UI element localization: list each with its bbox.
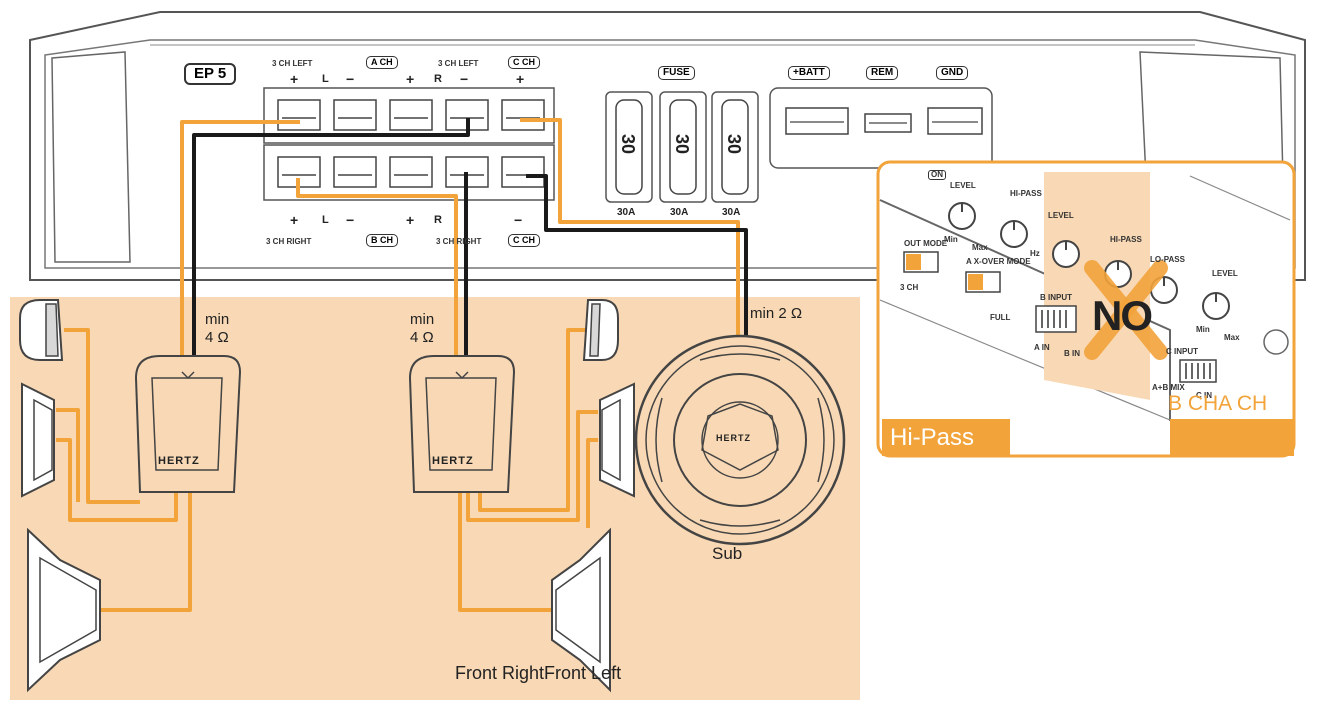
wire-front-left-positive (180, 120, 300, 358)
hi-pass-inset (876, 160, 1296, 458)
front-right-crossover (408, 355, 516, 493)
subwoofer-brand: HERTZ (716, 433, 751, 443)
front-left-tweeter (19, 299, 64, 361)
c-ch-badge-top: C CH (508, 56, 540, 69)
header-3ch-left-c: 3 CH LEFT (438, 59, 479, 68)
inset-3ch: 3 CH (900, 283, 919, 292)
top-plus-1: + (290, 71, 299, 87)
inset-b-input: B INPUT (1040, 293, 1072, 302)
wire-front-left-negative (192, 118, 470, 358)
sub-impedance: min 2 Ω (750, 305, 803, 322)
c-ch-badge-bottom: C CH (508, 234, 540, 247)
gnd-label: GND (936, 66, 969, 80)
top-plus-2: + (406, 71, 415, 87)
inset-title: Hi-Pass (882, 419, 1010, 456)
level-knob-c (1202, 292, 1230, 320)
inset-hz-a: Hz (1030, 249, 1040, 258)
inset-level-a: LEVEL (950, 181, 976, 190)
bottom-plus-1: + (290, 212, 299, 228)
inset-hipass-a: HI-PASS (1010, 189, 1042, 198)
inset-max-c: Max (1224, 333, 1240, 342)
header-3ch-left-a: 3 CH LEFT (272, 59, 313, 68)
a-ch-badge: A CH (366, 56, 398, 69)
inset-lopass-c: LO-PASS (1150, 255, 1185, 264)
front-label: Front RightFront Left (455, 663, 622, 683)
model-label: EP 5 (194, 65, 227, 82)
inset-hipass-b: HI-PASS (1110, 235, 1142, 244)
inset-min-c: Min (1196, 325, 1210, 334)
inset-b-in: B IN (1064, 349, 1080, 358)
wire-sub-negative (526, 174, 748, 338)
fuse-1-value: 30 (618, 133, 639, 155)
out-mode-switch (903, 251, 939, 273)
sub-label: Sub (712, 544, 743, 563)
fuse-3-rating: 30A (722, 207, 741, 218)
inset-max-a: Max (972, 243, 988, 252)
wires (56, 118, 748, 612)
inset-level-b: LEVEL (1048, 211, 1074, 220)
rem-label: REM (866, 66, 899, 80)
subwoofer (634, 334, 846, 546)
x-over-mode-switch (965, 271, 1001, 293)
inset-out-mode: OUT MODE (904, 239, 948, 248)
terminal-row-top (277, 99, 545, 131)
b-input-switch (1035, 305, 1077, 333)
b-ch-badge: B CH (366, 234, 398, 247)
inset-min-a: Min (944, 235, 958, 244)
top-plus-3: + (516, 71, 525, 87)
bottom-l: L (322, 214, 329, 226)
c-input-switch (1179, 359, 1217, 383)
fuse-1-rating: 30A (617, 207, 636, 218)
no-cross-icon (1084, 260, 1168, 360)
wire-sub-positive (520, 118, 740, 338)
inset-on: ON (928, 170, 946, 180)
hi-pass-knob-a (1000, 220, 1028, 248)
inset-x-over-mode: A X-OVER MODE (966, 257, 1031, 266)
front-left-crossover (134, 355, 242, 493)
front-left-midrange (21, 382, 55, 498)
level-knob-a (948, 202, 976, 230)
front-left-impedance-min: min (205, 311, 230, 328)
power-terminal-block (769, 87, 993, 169)
level-knob-b (1052, 240, 1080, 268)
fuse-2-value: 30 (672, 133, 693, 155)
fuse-block (605, 91, 759, 203)
bottom-minus-3: − (514, 212, 523, 228)
inset-footer-bar (1170, 419, 1294, 456)
model-badge (184, 63, 236, 85)
fuse-3-value: 30 (724, 133, 745, 155)
inset-level-c: LEVEL (1212, 269, 1238, 278)
front-left-woofer (27, 527, 101, 693)
top-minus-1: − (346, 71, 355, 87)
front-left-impedance-value: 4 Ω (205, 329, 229, 346)
terminal-row-bottom (277, 156, 545, 188)
inset-c-in: C IN (1196, 391, 1212, 400)
right-crossover-brand: HERTZ (432, 455, 474, 467)
front-right-impedance-min: min (410, 311, 435, 328)
footer-3ch-right-b: 3 CH RIGHT (266, 237, 312, 246)
fuse-title: FUSE (658, 66, 695, 80)
bottom-r: R (434, 214, 442, 226)
bottom-minus-1: − (346, 212, 355, 228)
fuse-2-rating: 30A (670, 207, 689, 218)
front-right-woofer (551, 527, 611, 693)
inset-no-label: NO (1092, 292, 1153, 339)
inset-a-in: A IN (1034, 343, 1050, 352)
footer-3ch-right-c: 3 CH RIGHT (436, 237, 482, 246)
inset-channel-label: B CHA CH (1168, 392, 1268, 415)
wire-front-right-positive (296, 178, 458, 358)
front-right-midrange (599, 382, 635, 498)
bottom-plus-2: + (406, 212, 415, 228)
left-crossover-brand: HERTZ (158, 455, 200, 467)
front-right-impedance-value: 4 Ω (410, 329, 434, 346)
inset-full: FULL (990, 313, 1011, 322)
batt-label: +BATT (788, 66, 830, 80)
inset-ab-mix: A+B MIX (1152, 383, 1185, 392)
inset-c-input: C INPUT (1166, 347, 1198, 356)
top-r: R (434, 73, 442, 85)
front-right-tweeter (582, 299, 619, 361)
top-minus-2: − (460, 71, 469, 87)
top-l: L (322, 73, 329, 85)
